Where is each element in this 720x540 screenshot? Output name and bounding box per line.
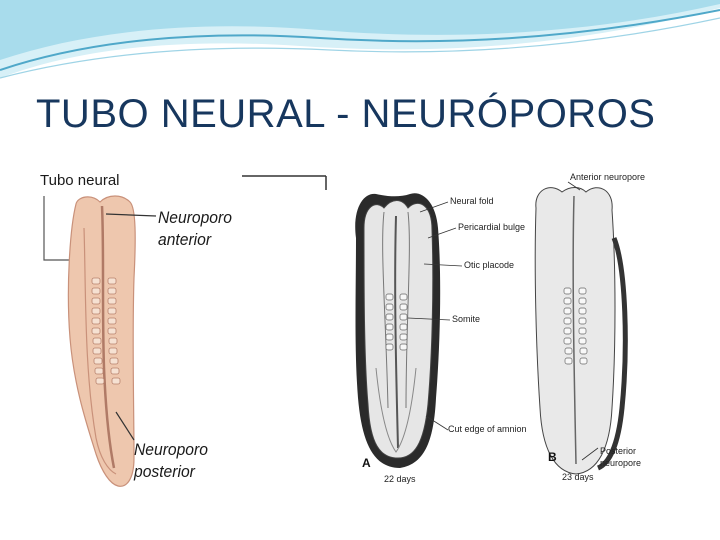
panel-a-age: 22 days <box>384 474 416 484</box>
anterior-neuropore-label-line2: anterior <box>158 230 212 249</box>
posterior-neuropore-text-line2: neuropore <box>600 458 642 468</box>
panel-a-letter: A <box>362 456 371 470</box>
anterior-neuropore-label-line1: Neuroporo <box>158 208 232 227</box>
otic-placode-text: Otic placode <box>464 260 515 270</box>
neural-fold-text: Neural fold <box>450 196 494 206</box>
somite-text: Somite <box>452 314 481 324</box>
anterior-neuropore-text: Anterior neuropore <box>570 172 646 182</box>
tubo-neural-label: Tubo neural <box>40 172 120 189</box>
embryo-line-drawings <box>355 181 628 475</box>
posterior-neuropore-text-line1: Posterior <box>600 446 637 456</box>
cut-edge-of-amnion-text: Cut edge of amnion <box>448 424 527 434</box>
embryo-b-drawing <box>534 187 628 475</box>
neural-tube-photo-figure: Tubo neural Neuroporo anterior Neuroporo… <box>30 168 328 524</box>
pericardial-bulge-text: Pericardial bulge <box>458 222 526 232</box>
posterior-neuropore-label-line1: Neuroporo <box>134 440 208 459</box>
posterior-neuropore-label-line2: posterior <box>134 462 195 481</box>
panel-b-age: 23 days <box>562 472 594 482</box>
embryo-photo-illustration <box>43 175 327 487</box>
slide-title: TUBO NEURAL - NEURÓPOROS <box>36 92 656 136</box>
embryo-a-drawing <box>355 193 441 469</box>
embryo-drawings-figure: Anterior neuropore Neural fold Pericardi… <box>336 168 676 488</box>
panel-b-letter: B <box>548 450 557 464</box>
header-wave-decoration <box>0 0 720 79</box>
